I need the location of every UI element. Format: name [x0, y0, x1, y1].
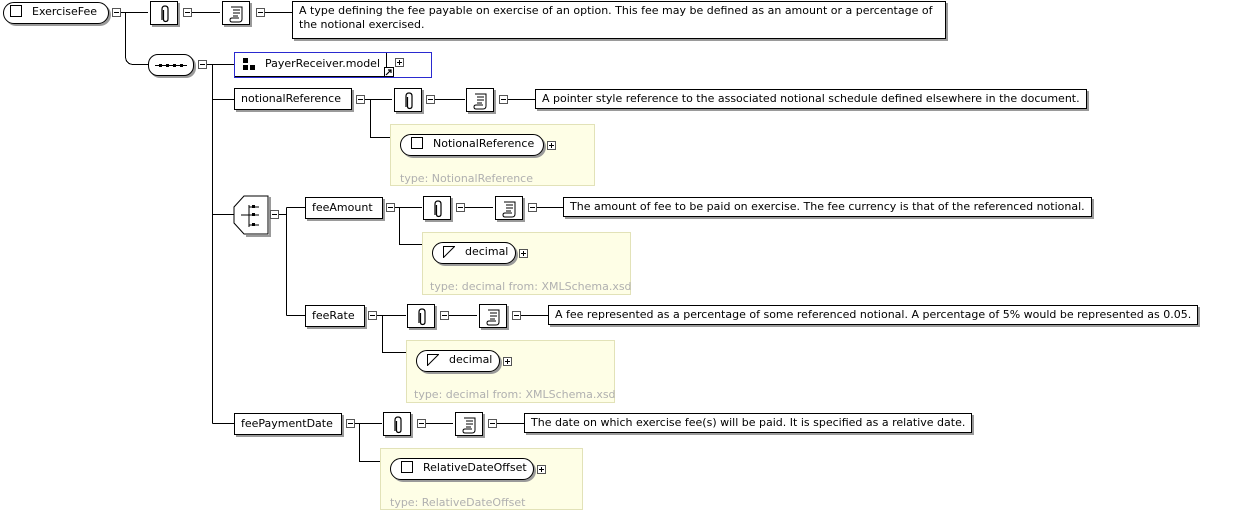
scroll-icon — [462, 417, 476, 434]
notionalreference-annotation-toggle[interactable] — [426, 95, 435, 104]
feeamount-documentation-box[interactable] — [495, 196, 523, 220]
notionalreference-documentation-text: A pointer style reference to the associa… — [535, 89, 1087, 109]
element-feerate[interactable]: feeRate — [305, 305, 365, 327]
paperclip-icon — [394, 416, 402, 434]
feerate-documentation-toggle[interactable] — [512, 311, 521, 320]
feepaymentdate-documentation-text: The date on which exercise fee(s) will b… — [524, 413, 973, 433]
sequence-compositor-icon — [155, 64, 187, 67]
notionalreference-type-label: type: NotionalReference — [400, 172, 533, 185]
sequence-collapse-toggle[interactable] — [198, 60, 207, 69]
feeamount-type-expand-toggle[interactable] — [519, 249, 528, 258]
feeamount-type-label: type: decimal from: XMLSchema.xsd — [430, 280, 632, 293]
element-feepaymentdate[interactable]: feePaymentDate — [234, 413, 342, 435]
scroll-icon — [229, 6, 243, 23]
paperclip-icon — [434, 200, 442, 218]
paperclip-icon — [161, 5, 169, 23]
sequence-compositor[interactable] — [148, 54, 194, 76]
complex-type-square-icon — [10, 5, 22, 17]
feepaymentdate-type-pill[interactable]: RelativeDateOffset — [390, 458, 534, 480]
feerate-type-name: decimal — [449, 353, 493, 366]
root-documentation-box[interactable] — [222, 1, 250, 25]
notionalreference-annotation-box[interactable] — [394, 88, 422, 112]
paperclip-icon — [418, 308, 426, 326]
feepaymentdate-collapse-toggle[interactable] — [346, 419, 355, 428]
reference-arrow-icon — [384, 67, 394, 77]
feeamount-collapse-toggle[interactable] — [386, 203, 395, 212]
root-collapse-toggle[interactable] — [112, 8, 121, 17]
root-documentation-text: A type defining the fee payable on exerc… — [292, 1, 946, 39]
feeamount-annotation-box[interactable] — [423, 196, 451, 220]
feepaymentdate-annotation-toggle[interactable] — [417, 419, 426, 428]
notionalreference-type-pill[interactable]: NotionalReference — [400, 134, 544, 156]
complex-type-square-icon — [401, 461, 413, 473]
feeamount-documentation-text: The amount of fee to be paid on exercise… — [563, 197, 1092, 217]
element-notionalreference[interactable]: notionalReference — [234, 88, 352, 110]
simple-type-triangle-icon — [427, 354, 439, 366]
complex-type-square-icon — [411, 137, 423, 149]
root-annotation-toggle[interactable] — [183, 8, 192, 17]
model-group-icon — [243, 58, 255, 70]
group-reference-label: PayerReceiver.model — [265, 57, 381, 70]
feerate-documentation-box[interactable] — [479, 304, 507, 328]
scroll-icon — [486, 309, 500, 326]
feerate-type-label: type: decimal from: XMLSchema.xsd — [414, 388, 616, 401]
scroll-icon — [473, 93, 487, 110]
root-documentation-toggle[interactable] — [256, 8, 265, 17]
choice-collapse-toggle[interactable] — [270, 210, 279, 219]
feeamount-type-pill[interactable]: decimal — [432, 242, 516, 264]
notionalreference-type-expand-toggle[interactable] — [547, 141, 556, 150]
feerate-collapse-toggle[interactable] — [368, 311, 377, 320]
feepaymentdate-annotation-box[interactable] — [383, 412, 411, 436]
simple-type-triangle-icon — [443, 246, 455, 258]
paperclip-icon — [405, 92, 413, 110]
feepaymentdate-type-label: type: RelativeDateOffset — [390, 496, 526, 509]
feerate-annotation-box[interactable] — [407, 304, 435, 328]
feeamount-annotation-toggle[interactable] — [456, 203, 465, 212]
feerate-documentation-text: A fee represented as a percentage of som… — [548, 305, 1199, 325]
feepaymentdate-documentation-toggle[interactable] — [488, 419, 497, 428]
scroll-icon — [502, 201, 516, 218]
notionalreference-type-name: NotionalReference — [433, 137, 535, 150]
feerate-annotation-toggle[interactable] — [440, 311, 449, 320]
notionalreference-documentation-box[interactable] — [466, 88, 494, 112]
feepaymentdate-documentation-box[interactable] — [455, 412, 483, 436]
choice-compositor-icon — [233, 195, 271, 237]
feerate-type-expand-toggle[interactable] — [503, 357, 512, 366]
root-element-exercisefee[interactable]: ExerciseFee — [3, 2, 109, 24]
group-expand-toggle[interactable] — [395, 58, 404, 67]
notionalreference-collapse-toggle[interactable] — [356, 95, 365, 104]
group-reference-payerreceiver-model[interactable]: PayerReceiver.model — [234, 52, 432, 78]
feeamount-type-name: decimal — [465, 245, 509, 258]
feepaymentdate-type-name: RelativeDateOffset — [423, 461, 527, 474]
root-annotation-box[interactable] — [150, 1, 178, 25]
root-element-label: ExerciseFee — [32, 5, 98, 18]
notionalreference-documentation-toggle[interactable] — [499, 95, 508, 104]
feeamount-documentation-toggle[interactable] — [528, 203, 537, 212]
feepaymentdate-type-expand-toggle[interactable] — [537, 465, 546, 474]
feerate-type-pill[interactable]: decimal — [416, 350, 500, 372]
element-feeamount[interactable]: feeAmount — [305, 197, 383, 219]
